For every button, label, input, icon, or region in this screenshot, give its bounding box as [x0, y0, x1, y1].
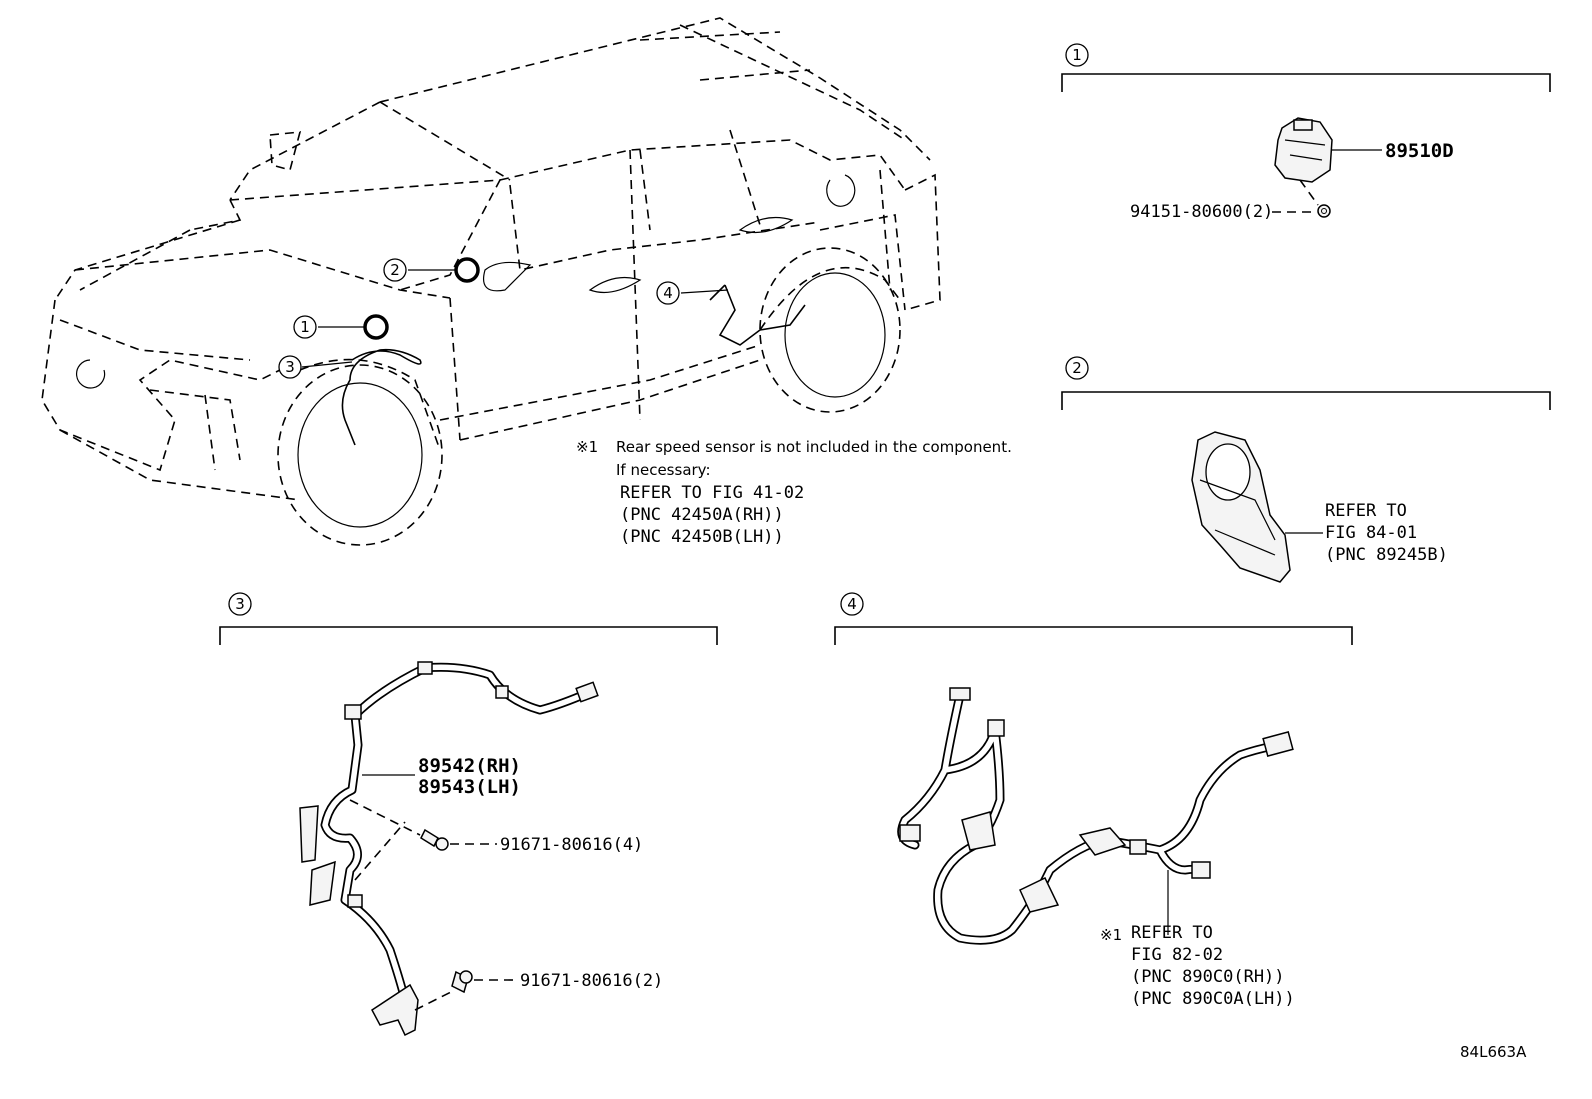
- section-1: 1 89510D 94151-80600(2): [1061, 43, 1551, 222]
- section-3-number: 3: [235, 595, 245, 613]
- steering-sensor-module: [1191, 431, 1291, 583]
- nut-icon: [1317, 204, 1331, 218]
- floor-wire-harness: [897, 687, 1294, 945]
- callout-2: 2: [383, 258, 407, 282]
- note-mark: ※1: [576, 438, 598, 456]
- svg-text:2: 2: [390, 261, 400, 279]
- yaw-rate-sensor: [1274, 117, 1333, 183]
- section-4: 4 ※1 REFER TO FIG 82-02 (PNC 890C0(RH)) …: [834, 592, 1353, 1009]
- part-91671-80616-2: 91671-80616(2): [520, 971, 663, 991]
- note-line-2: If necessary:: [616, 461, 711, 479]
- callout-1: 1: [293, 315, 317, 339]
- section-4-ref-1: REFER TO: [1131, 923, 1213, 943]
- section-2-number: 2: [1072, 359, 1082, 377]
- section-2-ref-2: FIG 84-01: [1325, 523, 1417, 543]
- note-line-1: Rear speed sensor is not included in the…: [616, 438, 1012, 456]
- section-4-ref-3: (PNC 890C0(RH)): [1131, 967, 1285, 987]
- note-line-4: (PNC 42450A(RH)): [620, 505, 784, 525]
- note-line-5: (PNC 42450B(LH)): [620, 527, 784, 547]
- vehicle-illustration: [41, 17, 941, 546]
- section-4-ref-4: (PNC 890C0A(LH)): [1131, 989, 1295, 1009]
- svg-text:4: 4: [663, 284, 673, 302]
- callout-3: 3: [278, 355, 302, 379]
- part-89542-rh: 89542(RH): [418, 755, 521, 777]
- rear-sensor-note: ※1 Rear speed sensor is not included in …: [576, 438, 1012, 547]
- part-89510D: 89510D: [1385, 140, 1454, 162]
- section-4-mark: ※1: [1100, 926, 1122, 944]
- part-89543-lh: 89543(LH): [418, 776, 521, 798]
- section-2-ref-1: REFER TO: [1325, 501, 1407, 521]
- note-line-3: REFER TO FIG 41-02: [620, 483, 804, 503]
- bolt-icon-a: [420, 828, 449, 851]
- svg-text:1: 1: [300, 318, 310, 336]
- svg-text:3: 3: [285, 358, 295, 376]
- front-speed-sensor-harness: [299, 661, 599, 1037]
- section-1-number: 1: [1072, 46, 1082, 64]
- section-2-ref-3: (PNC 89245B): [1325, 545, 1448, 565]
- section-4-number: 4: [847, 595, 857, 613]
- section-2: 2 REFER TO FIG 84-01 (PNC 89245B): [1061, 356, 1551, 583]
- part-91671-80616-4: 91671-80616(4): [500, 835, 643, 855]
- diagram-code: 84L663A: [1460, 1043, 1527, 1061]
- bolt-icon-b: [451, 970, 473, 994]
- part-94151-80600: 94151-80600(2): [1130, 202, 1273, 222]
- callout-4: 4: [656, 281, 680, 305]
- section-3: 3 89542(RH) 89543(LH) 91671-80616(4): [219, 592, 718, 1037]
- section-4-ref-2: FIG 82-02: [1131, 945, 1223, 965]
